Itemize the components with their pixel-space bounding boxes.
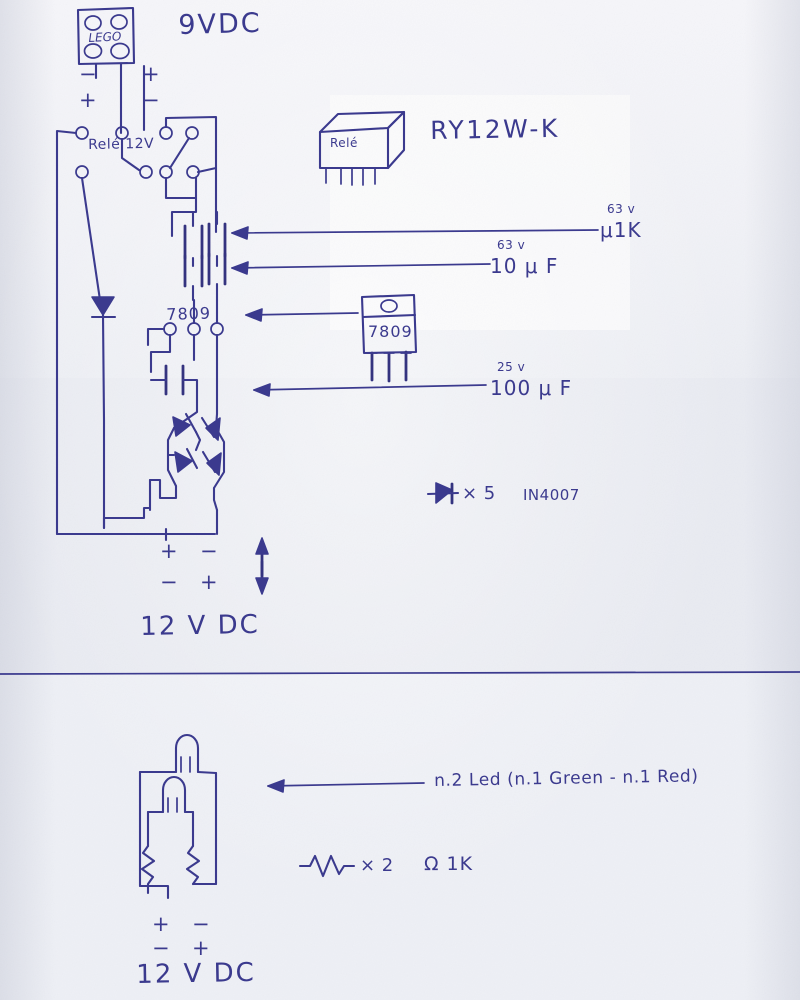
callout-arrow-cap2 (231, 261, 491, 275)
callout-cap3-voltage: 25 v (497, 360, 526, 374)
top-output-plus-right: + (200, 570, 219, 594)
bottom-output-minus-left: − (152, 936, 171, 960)
top-output-minus-left: − (160, 570, 179, 594)
bottom-output-plus-right: + (192, 936, 211, 960)
led-circuit-wiring (138, 770, 218, 900)
bridge-rectifier-symbol (148, 398, 226, 512)
relay-switch-contacts (159, 115, 218, 238)
callout-cap1-voltage: 63 v (607, 202, 636, 216)
callout-cap2-value: 10 μ F (490, 254, 559, 278)
capacitor-1-symbol (183, 210, 227, 268)
source-polarity-minus-left: − (79, 62, 98, 86)
bom-resistor-symbol (298, 854, 356, 878)
relay-part-number-label: RY12W-K (430, 113, 560, 145)
capacitor-3-symbol (149, 364, 199, 402)
regulator-terminals-in-circuit (146, 298, 224, 402)
lego-power-block-symbol (76, 6, 136, 66)
diode-part-label: IN4007 (523, 486, 580, 504)
source-polarity-plus-right: + (142, 62, 161, 86)
freewheel-diode-symbol (90, 296, 117, 530)
relay-package-symbol (318, 110, 406, 186)
bottom-output-voltage-label: 12 V DC (136, 957, 257, 990)
section-divider-line (0, 671, 800, 675)
led-1-symbol (138, 733, 218, 775)
top-output-voltage-label: 12 V DC (140, 609, 261, 642)
source-polarity-minus-right: − (142, 88, 161, 112)
supply-voltage-label: 9VDC (178, 7, 263, 41)
callout-arrow-cap3 (253, 383, 487, 397)
source-polarity-plus-left: + (79, 88, 98, 112)
relay-coil-terminals (55, 126, 153, 536)
resistor-count-label: × 2 (360, 855, 394, 876)
top-output-plus-left: + (160, 539, 179, 563)
callout-cap2-voltage: 63 v (497, 238, 526, 252)
diode-count-label: × 5 (462, 483, 496, 504)
output-direction-arrows (255, 537, 269, 595)
bottom-output-minus-right: − (192, 912, 211, 936)
led-2-symbol (146, 775, 195, 814)
resistor-value-label: Ω 1K (424, 853, 474, 875)
callout-arrow-led (267, 779, 425, 793)
relay-package-label: Relé (330, 136, 358, 150)
bom-diode-symbol (426, 482, 460, 505)
resistor-2-symbol (185, 844, 201, 886)
resistor-1-symbol (140, 844, 156, 895)
relay-coil-label: Relé 12V (88, 135, 155, 153)
callout-cap3-value: 100 μ F (490, 376, 573, 400)
callout-cap1-value: μ1K (600, 218, 642, 242)
regulator-circuit-label: 7809 (166, 303, 212, 324)
callout-arrow-regulator (245, 308, 359, 322)
capacitor-2-symbol (183, 252, 227, 302)
top-output-minus-right: − (200, 539, 219, 563)
callout-arrow-cap1 (231, 226, 599, 240)
bottom-output-plus-left: + (152, 912, 171, 936)
regulator-package-symbol (360, 293, 418, 383)
lego-block-label: LEGO (88, 29, 122, 45)
regulator-package-label: 7809 (368, 322, 413, 341)
source-leads (94, 62, 146, 135)
output-wiring (55, 478, 219, 542)
